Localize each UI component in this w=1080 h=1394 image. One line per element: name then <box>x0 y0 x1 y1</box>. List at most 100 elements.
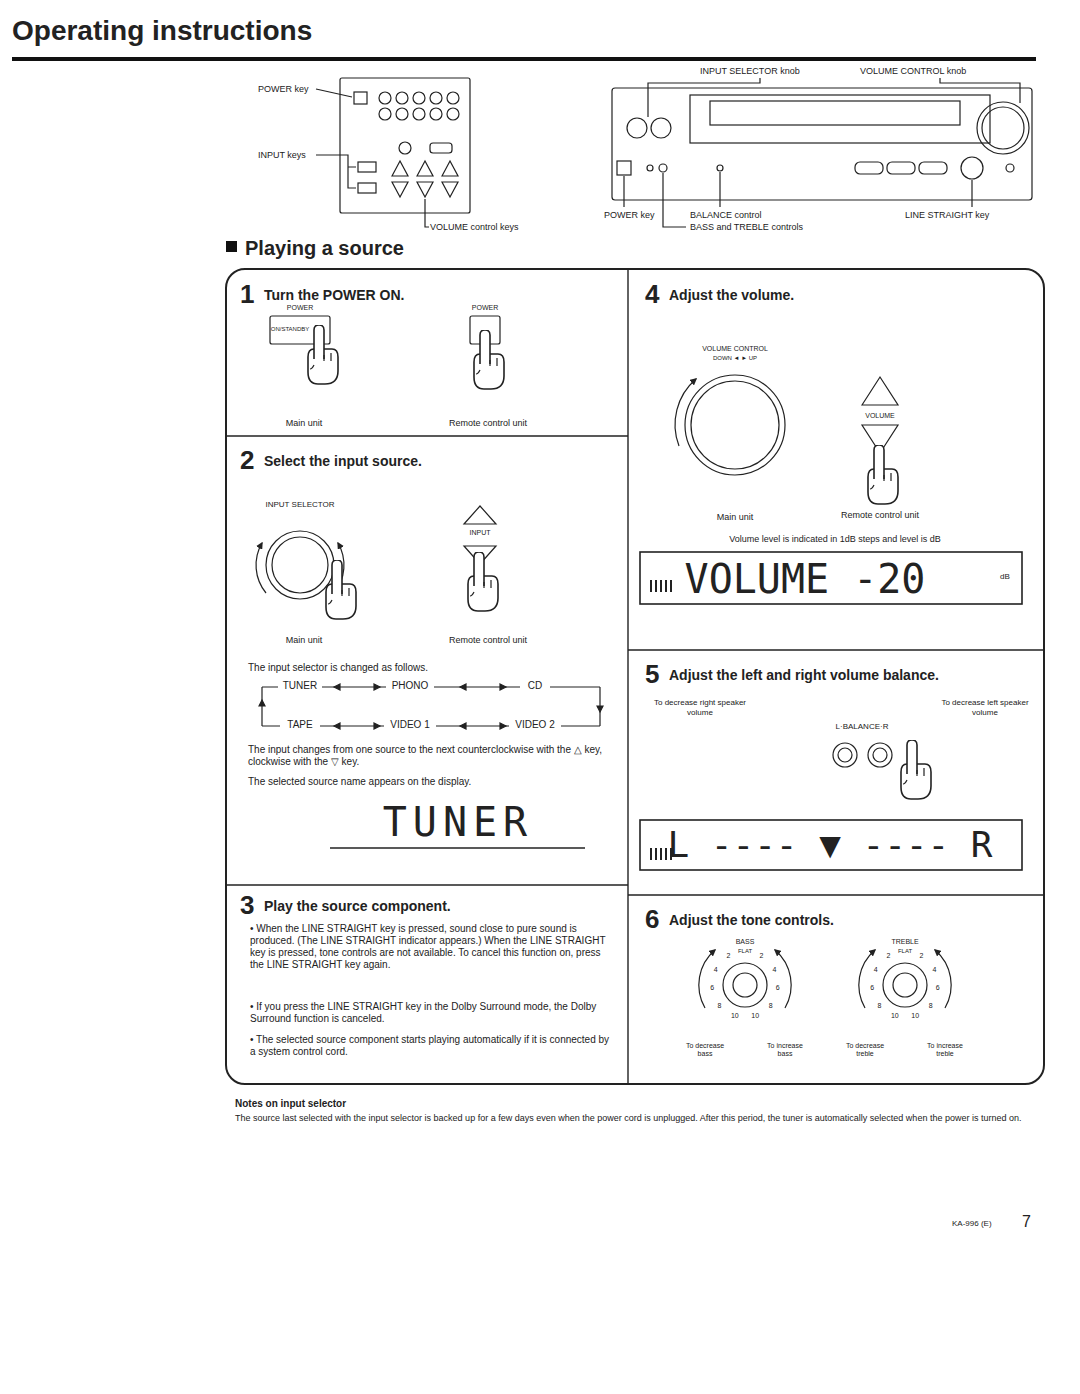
volume-control-part <box>868 445 898 504</box>
text-label: 2 <box>756 952 768 960</box>
volume-control-part <box>640 552 1022 604</box>
text-label: 8 <box>873 1002 885 1010</box>
balance-control-part-part <box>660 848 662 860</box>
text-label: DOWN ◄ ► UP <box>700 355 770 362</box>
step-title: Adjust the tone controls. <box>669 912 1009 929</box>
volume-control-part <box>650 580 672 592</box>
remote-control <box>316 78 470 227</box>
text-label: INPUT <box>460 529 500 537</box>
remote-control-part <box>399 142 411 154</box>
balance-control <box>640 740 1022 870</box>
balance-control-part <box>868 743 892 767</box>
tone-controls-part <box>883 963 927 1007</box>
step-title: Select the input source. <box>264 453 564 470</box>
text-label: 8 <box>713 1002 725 1010</box>
tone-controls-part <box>775 950 791 1008</box>
text-label: 2 <box>883 952 895 960</box>
balance-control-part <box>833 743 857 767</box>
remote-control-part <box>447 92 459 104</box>
display-text: dB <box>993 572 1017 582</box>
remote-control-part <box>379 108 391 120</box>
remote-control-part <box>316 155 356 188</box>
text-label: 6 <box>772 984 784 992</box>
receiver-part <box>982 107 1024 149</box>
title-rule-part <box>12 57 1036 61</box>
balance-control-part <box>640 820 1022 870</box>
step-number: 6 <box>645 904 667 935</box>
text-label: The source last selected with the input … <box>235 1113 1035 1124</box>
text-label: To decrease bass <box>683 1042 727 1059</box>
remote-control-part <box>316 89 352 97</box>
step-text: The input changes from one source to the… <box>248 744 618 768</box>
volume-control-part <box>862 377 898 405</box>
text-label: 10 <box>729 1012 741 1020</box>
remote-control-part <box>340 78 470 213</box>
text-label: VOLUME CONTROL <box>690 345 780 353</box>
text-label: TUNER <box>278 680 322 692</box>
text-label: Main unit <box>695 512 775 523</box>
text-label: 6 <box>866 984 878 992</box>
remote-control-part <box>379 92 391 104</box>
text-label: LINE STRAIGHT key <box>905 210 1015 221</box>
text-label: To increase bass <box>763 1042 807 1059</box>
text-label: Main unit <box>264 635 344 646</box>
receiver-part <box>651 118 671 138</box>
input-selector-part <box>272 537 328 593</box>
step-text: • The selected source component starts p… <box>250 1034 615 1058</box>
remote-control-part <box>413 108 425 120</box>
text-label: POWER key <box>258 84 316 95</box>
volume-control-part-part <box>650 580 652 592</box>
text-label: BASS and TREBLE controls <box>690 222 830 233</box>
remote-control-part <box>354 92 367 104</box>
volume-control-part-part <box>660 580 662 592</box>
balance-control-part-part <box>650 848 652 860</box>
remote-control-part <box>358 162 376 172</box>
display-text: VOLUME -20 <box>655 555 955 603</box>
text-label: TREBLE <box>885 938 925 946</box>
step-number: 1 <box>240 279 262 310</box>
input-selector-part <box>468 552 498 611</box>
text-label: 10 <box>749 1012 761 1020</box>
text-label: 2 <box>916 952 928 960</box>
text-label: ON/STANDBY <box>270 326 310 333</box>
power-buttons-part <box>308 325 338 384</box>
receiver-part <box>710 101 960 125</box>
remote-control-part <box>358 183 376 193</box>
receiver-part <box>719 172 720 207</box>
page-title: Operating instructions <box>12 14 612 48</box>
text-label: Main unit <box>264 418 344 429</box>
input-cycle-part <box>330 847 585 849</box>
balance-control-part-part <box>665 848 667 860</box>
text-label: POWER <box>275 304 325 312</box>
text-label: CD <box>520 680 550 692</box>
step-text: • When the LINE STRAIGHT key is pressed,… <box>250 923 615 971</box>
text-label: To decrease right speaker volume <box>645 698 755 717</box>
text-label: BALANCE control <box>690 210 790 221</box>
text-label: VIDEO 1 <box>384 719 436 731</box>
instruction-frame: Playing a source1Turn the POWER ON.2Sele… <box>225 268 1045 1085</box>
receiver-part <box>977 102 1029 154</box>
remote-control-part <box>425 199 429 227</box>
step-text: The selected source name appears on the … <box>248 776 618 788</box>
text-label: FLAT <box>733 948 757 955</box>
volume-control-part <box>675 379 696 446</box>
text-label: 7 <box>1022 1212 1042 1231</box>
text-label: BASS <box>725 938 765 946</box>
receiver-part <box>919 162 947 174</box>
volume-control-part-part <box>655 580 657 592</box>
text-label: To decrease left speaker volume <box>935 698 1035 717</box>
panel-dividers-part <box>627 270 628 1083</box>
step-text: • If you press the LINE STRAIGHT key in … <box>250 1001 615 1025</box>
remote-control-part <box>430 143 452 153</box>
text-label: VIDEO 2 <box>509 719 561 731</box>
text-label: INPUT SELECTOR knob <box>700 66 820 77</box>
remote-control-part <box>430 108 442 120</box>
panel-dividers-part <box>628 894 1043 895</box>
receiver-part <box>717 165 723 171</box>
text-label: 8 <box>765 1002 777 1010</box>
volume-control <box>640 375 1022 604</box>
balance-control-part <box>873 748 887 762</box>
input-cycle-part <box>460 723 466 729</box>
text-label: POWER key <box>604 210 664 221</box>
